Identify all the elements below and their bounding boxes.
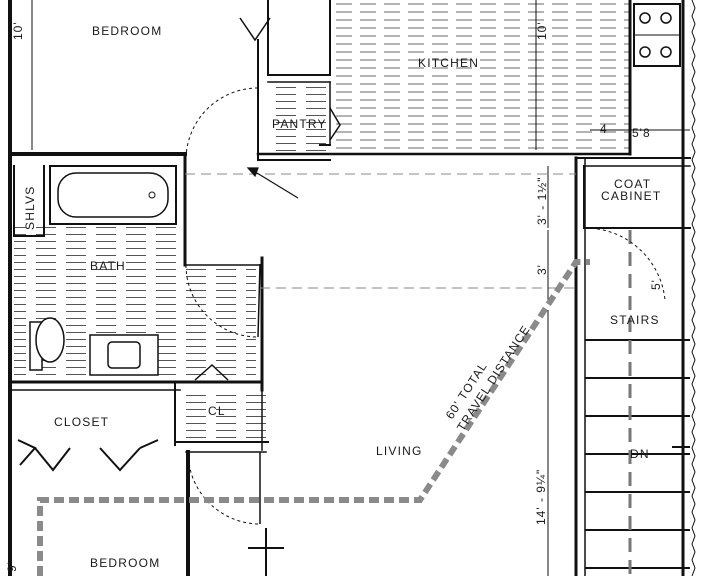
travel-distance-annotation: 60' TOTAL TRAVEL DISTANCE [443,323,533,434]
label-dn: DN [630,447,650,461]
label-pantry: PANTRY [272,117,327,131]
vanity-sink [89,334,159,376]
dim-bedroom-bottom: 9' [5,561,19,572]
dimension-labels: 10' 10' 3' - 1½" 3' 5' 4 5'8 14' - 9¼" 9… [5,21,663,572]
dim-stair-gap: 3' [535,264,549,275]
reference-lines [185,173,576,289]
label-cl: CL [208,404,226,418]
dim-bedroom-height: 10' [11,21,25,40]
pantry-door [239,17,341,141]
dim-living-depth: 14' - 9¼" [534,469,548,525]
dim-kitchen-right-2: 5'8 [632,126,651,140]
label-bath: BATH [90,259,126,273]
dim-stair-width: 5' [649,279,663,290]
label-bedroom-top: BEDROOM [92,24,162,38]
dimension-lines [31,0,690,576]
label-stairs: STAIRS [610,313,660,327]
label-closet: CLOSET [54,415,109,429]
door-leaves [257,88,261,524]
label-living: LIVING [376,444,423,458]
exterior-wall-detail [691,0,696,576]
toilet [29,317,65,371]
travel-distance-path [37,259,590,576]
label-kitchen: KITCHEN [418,56,479,70]
bathtub [49,165,177,225]
label-shelves: SHLVS [23,186,37,230]
pointer-arrow [246,167,299,199]
closet-bifold-doors [17,439,159,472]
dim-coat-gap: 3' - 1½" [535,176,549,225]
cl-door [194,363,229,381]
label-coat: COAT [614,177,651,191]
walls [8,0,691,576]
cross-marker [248,528,284,576]
dim-kitchen-right-1: 4 [600,122,608,136]
room-labels: BEDROOM KITCHEN PANTRY SHLVS COAT CABINE… [23,24,661,570]
stair-treads [585,339,690,569]
label-bedroom-bottom: BEDROOM [90,556,160,570]
dim-kitchen-height: 10' [535,21,549,40]
label-cabinet: CABINET [601,189,661,203]
stove [633,3,681,67]
floor-hatching [14,0,630,442]
